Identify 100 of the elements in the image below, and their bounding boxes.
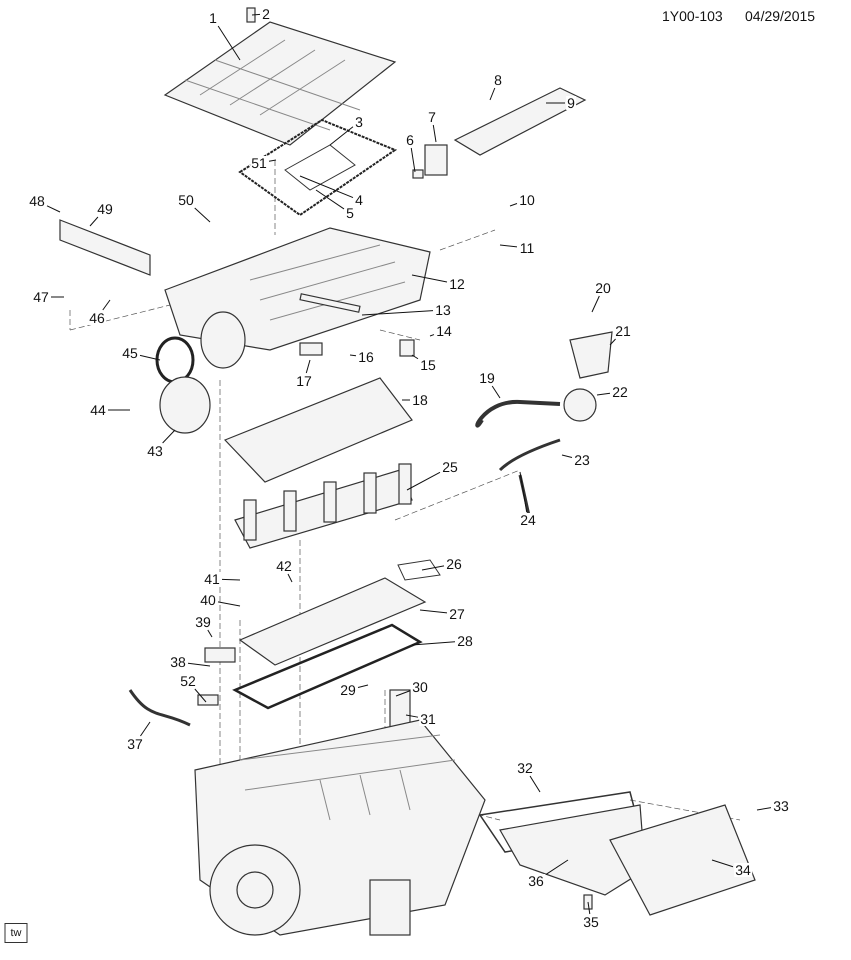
leader-line	[140, 722, 150, 736]
leader-line	[562, 454, 572, 458]
callout-number: 51	[250, 156, 268, 170]
leader-line	[288, 574, 292, 582]
leader-line	[268, 160, 276, 162]
callout-number: 2	[261, 7, 271, 21]
callout-number: 23	[573, 453, 591, 467]
callout-number: 39	[194, 615, 212, 629]
leader-line	[412, 641, 456, 646]
callout-number: 5	[345, 206, 355, 220]
leader-line	[422, 565, 444, 570]
leader-line	[316, 190, 344, 210]
leader-line	[420, 610, 448, 614]
callout-number: 37	[126, 737, 144, 751]
leader-line	[520, 472, 528, 512]
leader-line	[510, 203, 518, 206]
callout-number: 21	[614, 324, 632, 338]
callout-number: 49	[96, 202, 114, 216]
leader-line	[592, 296, 600, 312]
callout-number: 34	[734, 863, 752, 877]
callout-number: 29	[339, 683, 357, 697]
leader-line	[218, 26, 240, 60]
leader-line	[207, 630, 212, 638]
callout-number: 30	[411, 680, 429, 694]
leader-line	[306, 360, 310, 374]
callout-number: 32	[516, 761, 534, 775]
callout-number: 4	[354, 193, 364, 207]
leader-line	[492, 386, 500, 398]
code-tag: tw	[4, 923, 28, 943]
leader-line	[432, 124, 436, 142]
leader-line	[140, 354, 160, 360]
leader-line	[350, 354, 356, 356]
callout-number: 43	[146, 444, 164, 458]
callout-number: 13	[434, 303, 452, 317]
callout-number: 1	[208, 11, 218, 25]
callout-number: 44	[89, 403, 107, 417]
leader-line	[396, 690, 410, 696]
leader-line	[222, 578, 240, 580]
callout-number: 24	[519, 513, 537, 527]
callout-number: 3	[354, 115, 364, 129]
callout-number: 48	[28, 194, 46, 208]
callout-number: 41	[203, 572, 221, 586]
leader-line	[188, 662, 210, 666]
callout-number: 14	[435, 324, 453, 338]
callout-number: 33	[772, 799, 790, 813]
revision-date: 04/29/2015	[745, 8, 816, 24]
callout-number: 16	[357, 350, 375, 364]
callout-number: 52	[179, 674, 197, 688]
leader-line	[410, 148, 416, 172]
callout-number: 31	[419, 712, 437, 726]
callout-number: 15	[419, 358, 437, 372]
callout-number: 42	[275, 559, 293, 573]
leader-line	[194, 208, 210, 222]
callout-number: 46	[88, 311, 106, 325]
callout-number: 36	[527, 874, 545, 888]
leader-line	[46, 205, 60, 212]
callout-number: 26	[445, 557, 463, 571]
leader-line	[490, 88, 496, 100]
callout-number: 25	[441, 460, 459, 474]
callout-number: 20	[594, 281, 612, 295]
leader-line	[712, 860, 734, 868]
callout-number: 22	[611, 385, 629, 399]
leader-line	[194, 688, 206, 702]
callout-number: 11	[518, 241, 536, 255]
illustration-number: 1Y00-103	[662, 8, 723, 24]
callout-number: 8	[493, 73, 503, 87]
callout-number: 50	[177, 193, 195, 207]
leader-line	[430, 334, 434, 336]
leader-line	[358, 684, 368, 688]
callout-number: 17	[295, 374, 313, 388]
callout-number: 12	[448, 277, 466, 291]
callout-number: 6	[405, 133, 415, 147]
leader-line	[412, 354, 418, 360]
leader-line	[610, 338, 616, 346]
callout-number: 19	[478, 371, 496, 385]
leader-line	[300, 176, 354, 198]
leader-line	[162, 430, 176, 444]
leader-line	[102, 300, 110, 310]
leader-line	[50, 296, 64, 298]
callout-number: 38	[169, 655, 187, 669]
callout-number: 27	[448, 607, 466, 621]
leader-line	[412, 274, 448, 282]
leader-line	[406, 714, 418, 718]
leader-line	[756, 807, 772, 810]
callout-number: 7	[427, 110, 437, 124]
callout-number: 40	[199, 593, 217, 607]
leader-line	[252, 14, 260, 16]
leader-line	[546, 102, 566, 104]
callout-number: 35	[582, 915, 600, 929]
callout-number: 28	[456, 634, 474, 648]
callout-number: 18	[411, 393, 429, 407]
leader-line	[330, 126, 354, 146]
leader-line	[588, 902, 590, 914]
callout-number: 47	[32, 290, 50, 304]
leader-line	[500, 244, 518, 248]
callout-number: 9	[566, 96, 576, 110]
leader-line	[362, 310, 434, 316]
leader-line	[90, 216, 98, 226]
callout-number: 10	[518, 193, 536, 207]
leader-line	[530, 776, 540, 792]
